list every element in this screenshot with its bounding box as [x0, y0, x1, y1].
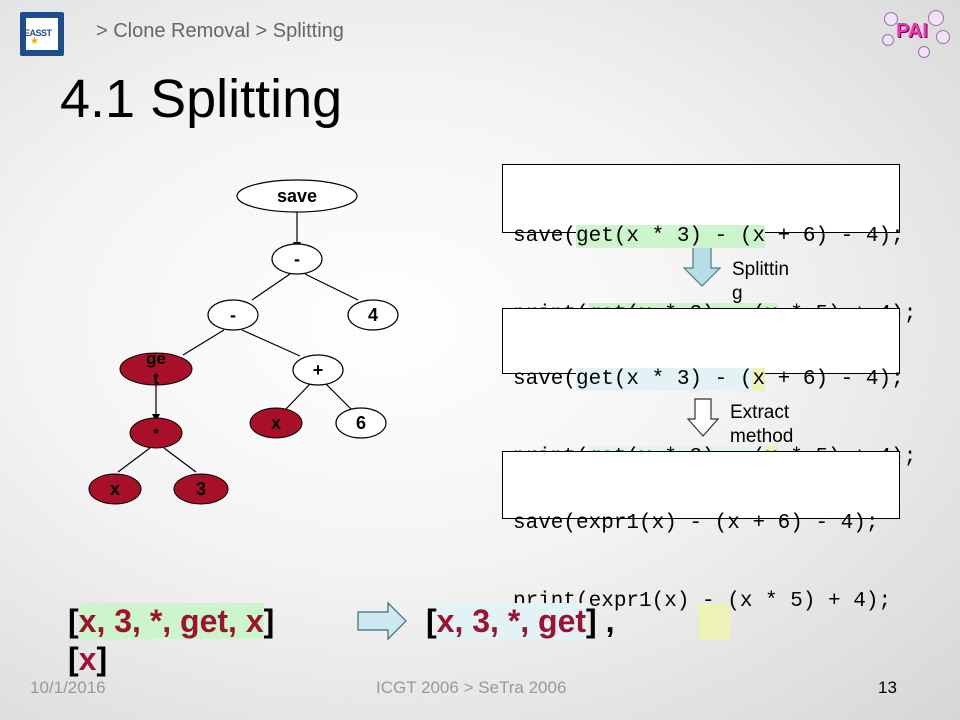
- code-box-extracted: save(expr1(x) - (x + 6) - 4); print(expr…: [502, 451, 900, 613]
- code-segment: save(: [513, 225, 577, 248]
- node-minus-inner: [207, 299, 259, 331]
- node-plus-label: +: [313, 360, 324, 380]
- bracket: ]: [263, 603, 275, 639]
- node-plus: [292, 354, 344, 386]
- splitting-arrow-icon: [682, 245, 722, 287]
- code-box-split: save(get(x * 3) - (x + 6) - 4); print(ge…: [502, 308, 916, 469]
- transform-arrow-icon: [357, 601, 407, 641]
- node-minus-inner-label: -: [230, 305, 236, 325]
- edge-star-x: [117, 447, 151, 473]
- code-segment: + 6) - 4);: [765, 225, 904, 248]
- node-save-label: save: [277, 186, 317, 206]
- node-6: [335, 407, 387, 439]
- bracket: ]: [586, 603, 597, 639]
- extract-method-label-line: Extract: [730, 402, 790, 423]
- code-highlight-var: x: [752, 368, 766, 391]
- page-number: 13: [878, 678, 897, 697]
- node-4-label: 4: [368, 305, 378, 325]
- pai-logo: PAI: [878, 6, 950, 60]
- splitting-label-line: Splittin: [732, 259, 790, 280]
- code-line: save(get(x * 3) - (x + 6) - 4);: [503, 224, 904, 250]
- code-line: save(get(x * 3) - (x + 6) - 4);: [503, 367, 904, 393]
- easst-logo: EASST ★: [20, 12, 64, 56]
- bracket: [: [68, 603, 79, 639]
- comma: ,: [596, 603, 615, 639]
- edge-minus-plus: [241, 329, 301, 357]
- node-3-label: 3: [196, 479, 206, 499]
- edge-minus-4: [304, 273, 359, 301]
- tree-edges: [117, 212, 359, 473]
- node-x-left-label: x: [110, 479, 120, 499]
- token-list-split-first: [x, 3, *, get] ,: [426, 602, 614, 640]
- node-3: [173, 473, 229, 505]
- code-segment: save(: [513, 368, 577, 391]
- code-box-original: save(get(x * 3) - (x + 6) - 4); print(ge…: [502, 164, 916, 326]
- code-highlight-clone: get(x * 3) - (: [576, 225, 753, 248]
- code-highlight-clone-var: x: [752, 225, 766, 248]
- node-x-left: [88, 473, 142, 505]
- node-x-right-label: x: [271, 413, 281, 433]
- splitting-label: Splittin g: [732, 258, 789, 306]
- node-minus-top-label: -: [294, 249, 300, 269]
- code-segment: + 6) - 4);: [765, 368, 904, 391]
- star-icon: ★: [30, 36, 39, 47]
- node-star-label: *: [153, 425, 159, 441]
- extract-method-arrow-icon: [686, 398, 720, 437]
- node-6-label: 6: [356, 413, 366, 433]
- token-items: x, 3, *, get, x: [78, 603, 264, 639]
- breadcrumb: > Clone Removal > Splitting: [96, 20, 344, 42]
- edge-star-3: [163, 447, 197, 473]
- node-save: [236, 179, 358, 213]
- footer-center: ICGT 2006 > SeTra 2006: [376, 678, 567, 697]
- node-minus-top: [271, 243, 323, 275]
- slide-title: 4.1 Splitting: [60, 69, 343, 129]
- node-x-right: [249, 407, 303, 439]
- code-line: print(expr1(x) - (x * 5) + 4);: [513, 590, 892, 613]
- token-items: x: [78, 641, 97, 677]
- code-highlight-split: get(x * 3) - (: [576, 368, 753, 391]
- code-line: save(expr1(x) - (x + 6) - 4);: [513, 512, 879, 535]
- extract-method-label-line: method: [730, 426, 794, 447]
- token-list-original: [x, 3, *, get, x]: [68, 602, 274, 640]
- splitting-label-line: g: [732, 283, 743, 304]
- extract-method-label: Extract method: [730, 401, 793, 449]
- token-list-split-second: [x]: [68, 640, 107, 678]
- token-items: x, 3, *, get: [436, 603, 587, 639]
- highlight-placeholder: [698, 604, 730, 640]
- edge-minus-get: [182, 329, 225, 356]
- edge-plus-6: [325, 383, 353, 411]
- node-star: [129, 417, 183, 449]
- edge-minus-minus: [251, 273, 291, 301]
- footer-date: 10/1/2016: [30, 678, 106, 697]
- bracket: ]: [96, 641, 108, 677]
- node-4: [347, 299, 399, 331]
- node-get: [119, 352, 193, 386]
- easst-logo-text: EASST: [24, 28, 52, 38]
- bracket: [: [68, 641, 79, 677]
- bracket: [: [426, 603, 437, 639]
- edge-plus-x: [284, 383, 311, 411]
- pai-logo-text: PAI: [896, 20, 928, 42]
